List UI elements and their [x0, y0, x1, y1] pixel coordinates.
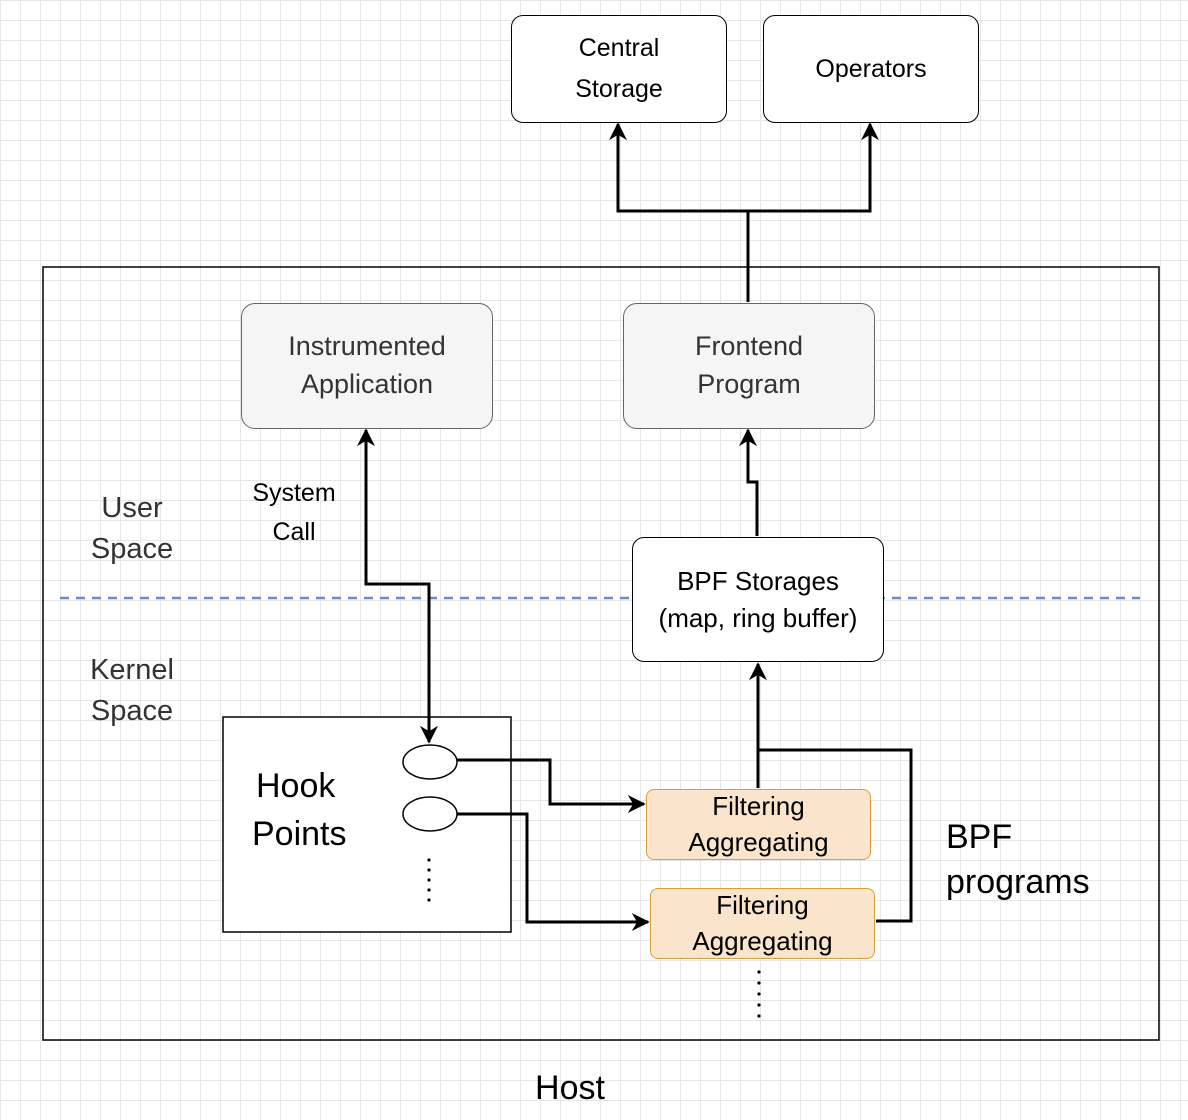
bpf-programs-label: BPF programs [946, 815, 1146, 905]
kernel-space-line-2: Space [90, 694, 174, 727]
edge-frontend-to-operators [748, 122, 879, 213]
host-line-1: Host [535, 1069, 605, 1107]
bpf-program-1-line-1: Filtering [712, 791, 805, 822]
bpf-programs-line-1: BPF [946, 818, 1013, 856]
hook-point-2[interactable] [402, 796, 458, 832]
kernel-space-line-1: Kernel [90, 654, 174, 686]
bpf-storages-node[interactable]: BPF Storages (map, ring buffer) [632, 537, 884, 662]
instrumented-application-line-2: Application [300, 369, 434, 399]
edge-frontend-to-central-storage [609, 122, 750, 302]
hook-point-1[interactable] [402, 744, 458, 780]
edge-storages-to-frontend [739, 428, 759, 536]
user-space-label: User Space [62, 488, 202, 569]
hook-points-label: Hook Points [240, 763, 370, 858]
central-storage-line-1: Central [578, 34, 660, 62]
bpf-program-2-node[interactable]: Filtering Aggregating [650, 888, 875, 959]
bpf-program-1-node[interactable]: Filtering Aggregating [646, 789, 871, 860]
edge-hook1-to-bpf-program-1 [457, 758, 646, 813]
bpf-programs-more-ellipsis [757, 970, 761, 1018]
frontend-program-line-2: Program [697, 369, 801, 399]
central-storage-node[interactable]: Central Storage [511, 15, 727, 123]
kernel-space-label: Kernel Space [62, 650, 202, 731]
instrumented-application-node[interactable]: Instrumented Application [241, 303, 493, 429]
hook-points-line-1: Hook [256, 767, 336, 805]
user-space-line-2: Space [90, 532, 174, 565]
hook-points-line-2: Points [252, 814, 347, 853]
system-call-line-1: System [252, 479, 336, 507]
hook-points-more-ellipsis [427, 858, 431, 902]
hook-points-box [222, 716, 512, 933]
bpf-storages-line-1: BPF Storages [677, 566, 839, 597]
edge-system-call [357, 428, 438, 744]
bpf-program-2-line-1: Filtering [716, 890, 809, 921]
user-space-line-1: User [101, 492, 163, 524]
bpf-storages-line-2: (map, ring buffer) [658, 602, 858, 633]
frontend-program-node[interactable]: Frontend Program [623, 303, 875, 429]
bpf-programs-line-2: programs [946, 862, 1090, 901]
instrumented-application-line-1: Instrumented [288, 331, 446, 362]
host-label: Host [490, 1064, 650, 1113]
operators-node[interactable]: Operators [763, 15, 979, 123]
edge-bpf-program-2-to-storages [758, 748, 913, 923]
system-call-label: System Call [234, 474, 354, 552]
frontend-program-line-1: Frontend [694, 331, 804, 362]
host-container [42, 266, 1160, 1041]
bpf-program-2-line-2: Aggregating [692, 925, 833, 956]
operators-line-1: Operators [815, 54, 927, 83]
central-storage-line-2: Storage [575, 75, 663, 103]
system-call-line-2: Call [272, 517, 316, 546]
edge-hook2-to-bpf-program-2 [457, 812, 650, 931]
bpf-program-1-line-2: Aggregating [688, 826, 829, 857]
